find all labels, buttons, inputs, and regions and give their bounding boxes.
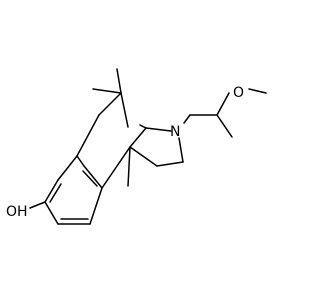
structure-canvas: O N OH <box>6 68 267 225</box>
atom-labels: O N OH <box>6 85 244 220</box>
bond <box>29 201 46 209</box>
hydroxyl-label: OH <box>6 204 28 220</box>
bonds <box>29 68 267 225</box>
bond <box>178 137 184 163</box>
bond <box>216 92 230 116</box>
bond <box>216 114 233 138</box>
bond <box>116 68 122 94</box>
bond <box>44 179 59 203</box>
nitrogen-label: N <box>170 124 180 140</box>
bond <box>183 114 191 124</box>
molecule-diagram: O N OH <box>6 68 267 225</box>
bond <box>248 88 267 94</box>
bond <box>44 201 59 225</box>
bond <box>89 187 103 225</box>
bond <box>156 161 184 167</box>
bond <box>76 155 85 167</box>
bond <box>92 88 122 94</box>
aromatic-double-bond <box>49 183 62 203</box>
bond <box>145 127 172 132</box>
methoxy-oxygen-label: O <box>233 85 244 101</box>
bond <box>83 165 103 189</box>
bond <box>139 124 147 129</box>
bond <box>98 92 122 116</box>
bond <box>76 114 100 157</box>
bond <box>129 146 158 167</box>
bond <box>57 155 78 181</box>
bond <box>129 127 147 148</box>
bond <box>127 146 131 187</box>
aromatic-double-bond <box>82 170 98 187</box>
bond <box>120 92 129 128</box>
bond <box>101 146 131 189</box>
